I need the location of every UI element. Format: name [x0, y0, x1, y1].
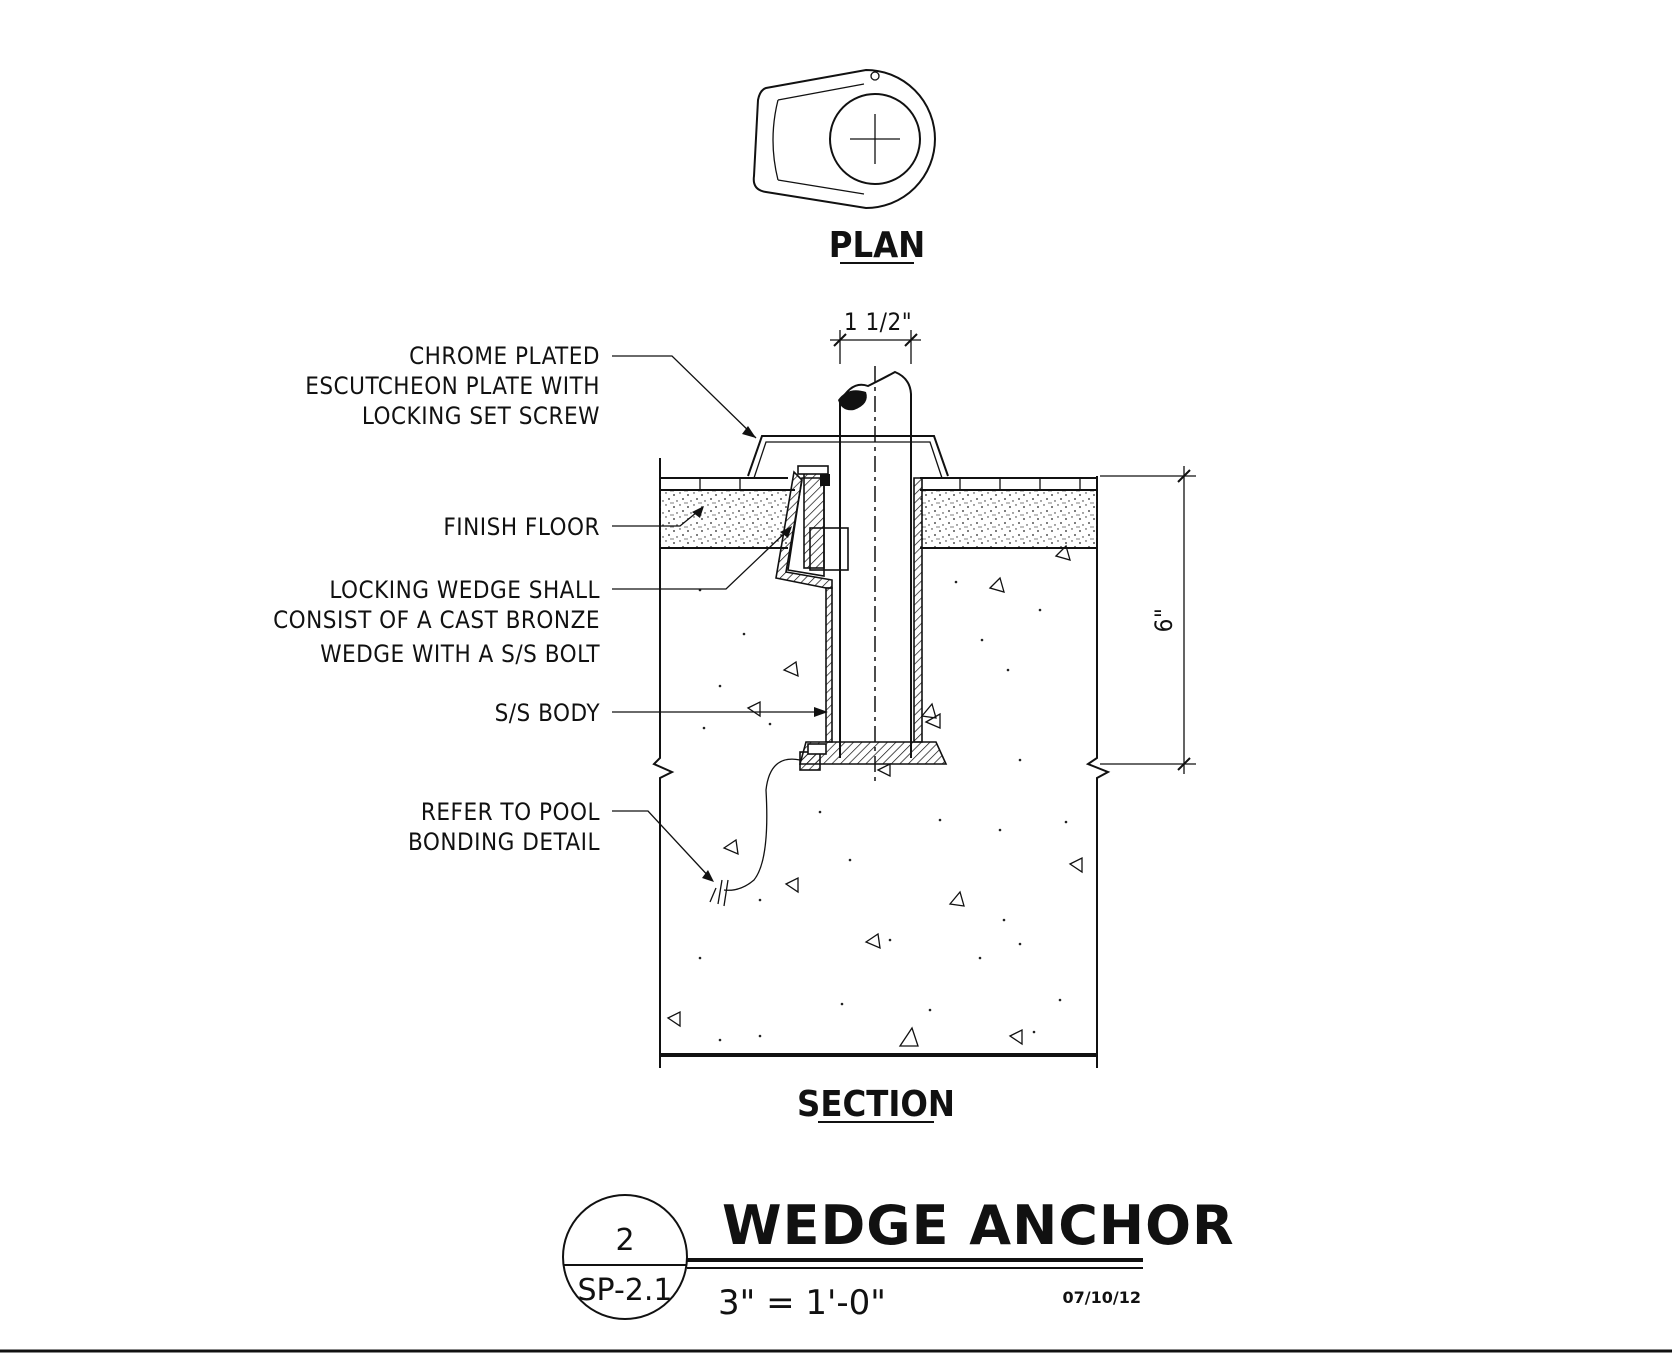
locking-wedge — [787, 465, 849, 577]
callout-locking-wedge: LOCKING WEDGE SHALL CONSIST OF A CAST BR… — [273, 576, 600, 668]
leaders — [612, 355, 826, 881]
plan-escutcheon-outline — [752, 68, 936, 210]
callout-bonding: REFER TO POOL BONDING DETAIL — [408, 798, 600, 856]
svg-text:CONSIST OF A CAST BRONZE: CONSIST OF A CAST BRONZE — [273, 606, 600, 634]
concrete-aggregate — [666, 544, 1083, 1047]
detail-bubble — [562, 1194, 688, 1320]
title-block: 2 SP-2.1 WEDGE ANCHOR 3" = 1'-0" 07/10/1… — [562, 1194, 1235, 1323]
concrete-left-edge — [652, 458, 675, 1068]
svg-text:FINISH FLOOR: FINISH FLOOR — [443, 513, 600, 541]
plan-pipe-circle — [829, 93, 921, 185]
sheet-number: SP-2.1 — [577, 1273, 672, 1308]
callout-finish-floor: FINISH FLOOR — [443, 513, 600, 541]
bonding-wire — [723, 758, 801, 891]
dimension-pipe-width: 1 1/2" — [830, 308, 921, 364]
ground-symbol — [709, 879, 729, 907]
escutcheon-plate-inner — [753, 441, 943, 479]
svg-text:S/S BODY: S/S BODY — [495, 699, 601, 727]
setting-bed-left — [660, 490, 788, 548]
plan-set-screw — [870, 71, 880, 81]
svg-text:BONDING DETAIL: BONDING DETAIL — [408, 828, 600, 856]
dimension-depth: 6" — [1100, 466, 1196, 774]
bonding-lug — [709, 743, 827, 907]
callout-escutcheon: CHROME PLATED ESCUTCHEON PLATE WITH LOCK… — [305, 342, 600, 430]
svg-text:CHROME PLATED: CHROME PLATED — [409, 342, 600, 370]
stainless-body — [775, 470, 948, 765]
detail-scale: 3" = 1'-0" — [718, 1283, 886, 1323]
plan-view: PLAN — [752, 68, 936, 266]
svg-text:LOCKING SET SCREW: LOCKING SET SCREW — [362, 402, 600, 430]
pipe-cut-break — [838, 390, 867, 411]
escutcheon-plate-section — [747, 435, 949, 477]
plan-escutcheon-inner — [772, 83, 865, 195]
svg-text:WEDGE WITH A S/S BOLT: WEDGE WITH A S/S BOLT — [320, 640, 600, 668]
plan-heading: PLAN — [829, 225, 926, 266]
dimension-pipe-width-text: 1 1/2" — [844, 308, 912, 336]
svg-text:LOCKING WEDGE SHALL: LOCKING WEDGE SHALL — [329, 576, 600, 604]
setting-bed-right — [920, 490, 1097, 548]
concrete-dots — [698, 580, 1068, 1042]
detail-number: 2 — [615, 1223, 634, 1258]
concrete-right-edge — [1085, 476, 1111, 1068]
section-view: 1 1/2" 6" CHROME PLATED — [273, 308, 1196, 1125]
detail-date: 07/10/12 — [1063, 1288, 1141, 1307]
svg-text:REFER TO POOL: REFER TO POOL — [421, 798, 600, 826]
dimension-depth-text: 6" — [1150, 608, 1178, 633]
detail-title: WEDGE ANCHOR — [722, 1194, 1235, 1257]
section-heading: SECTION — [797, 1084, 955, 1125]
callout-body: S/S BODY — [495, 699, 601, 727]
rail-pipe — [838, 366, 912, 782]
finish-floor-layer — [660, 477, 1097, 549]
svg-text:ESCUTCHEON PLATE WITH: ESCUTCHEON PLATE WITH — [305, 372, 600, 400]
leader-arrowheads — [692, 426, 828, 882]
